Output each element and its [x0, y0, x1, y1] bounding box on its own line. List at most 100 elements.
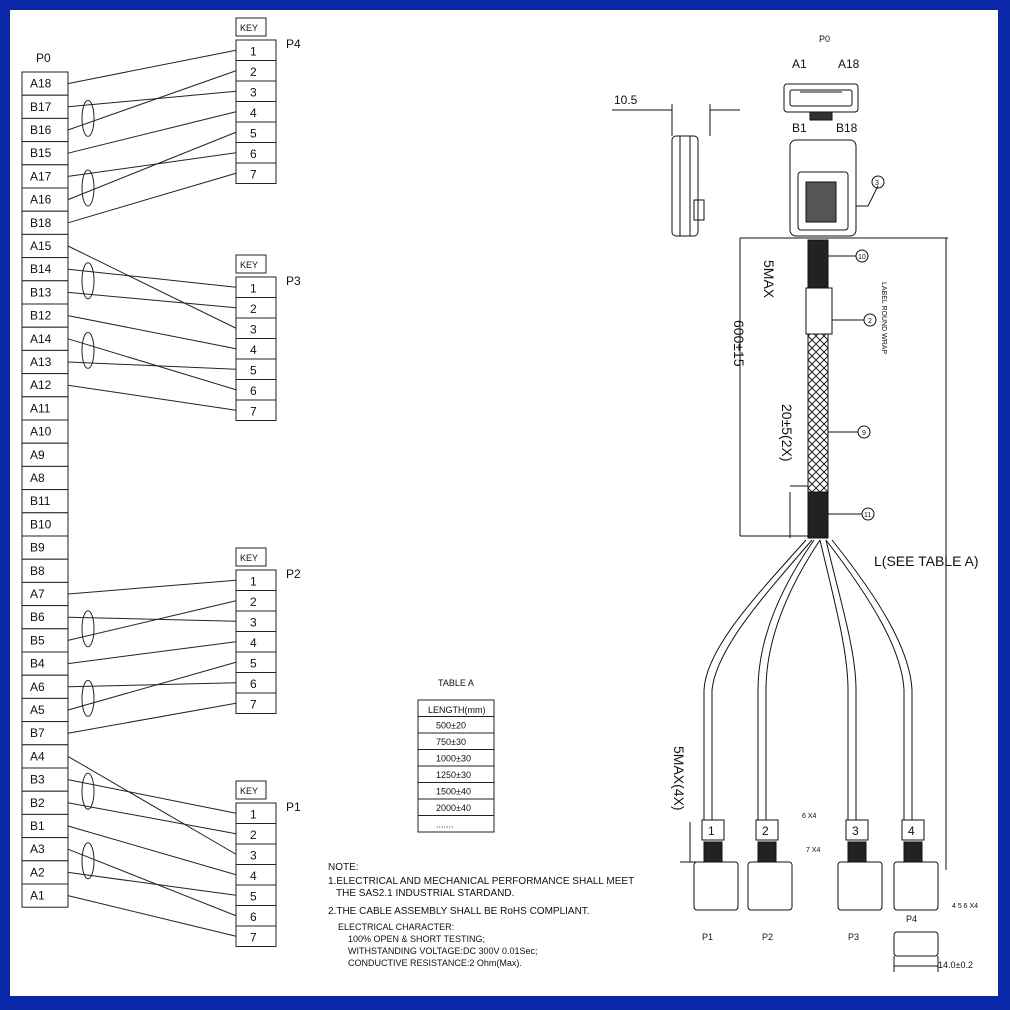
- table-a-header: LENGTH(mm): [428, 705, 486, 715]
- leg-3: 3: [852, 824, 859, 838]
- sata-connector-name: P2: [286, 567, 301, 581]
- callout-3: 3: [875, 180, 879, 187]
- dim-14: 14.0±0.2: [938, 960, 973, 970]
- sata-pin-label: 2: [250, 302, 257, 316]
- wire: [67, 315, 237, 350]
- table-a-rows: LENGTH(mm)500±20750±301000±301250±301500…: [418, 705, 494, 830]
- wire: [67, 702, 237, 734]
- p0-pin-label: B15: [30, 146, 52, 160]
- wire: [67, 172, 237, 224]
- p0-pin-cell: [21, 465, 69, 491]
- p0-pin-label: B18: [30, 216, 52, 230]
- p0-pin-label: A12: [30, 378, 52, 392]
- p0-pin-label: A4: [30, 749, 45, 763]
- sata-pin-label: 6: [250, 384, 257, 398]
- p0-pin-label: B10: [30, 517, 52, 531]
- key-box: [235, 547, 267, 567]
- sata-pin-label: 2: [250, 828, 257, 842]
- p0-pin-column: A18B17B16B15A17A16B18A15B14B13B12A14A13A…: [21, 71, 69, 908]
- table-a-cell: 750±30: [436, 737, 466, 747]
- p0-title: P0: [36, 51, 51, 65]
- dim-600: 600±15: [731, 320, 747, 367]
- sata-pin-cell: [235, 925, 277, 947]
- p0-pin-cell: [21, 674, 69, 699]
- table-a-cell: 1250±30: [436, 770, 471, 780]
- port-p3: P3: [848, 932, 859, 942]
- wire: [67, 579, 237, 595]
- p0-pin-label: B12: [30, 309, 52, 323]
- elec-line-1: 100% OPEN & SHORT TESTING;: [348, 934, 485, 944]
- twist-mark: [81, 262, 95, 300]
- p0-pin-label: A5: [30, 703, 45, 717]
- twist-mark: [81, 610, 95, 648]
- twist-mark: [81, 331, 95, 369]
- table-a-cell: 2000±40: [436, 803, 471, 813]
- sata-pin-cell: [235, 399, 277, 421]
- cable-assembly: [612, 83, 948, 972]
- p0-pin-cell: [21, 860, 69, 885]
- wire: [67, 70, 237, 131]
- port-p1: P1: [702, 932, 713, 942]
- p0-pin-label: A6: [30, 680, 45, 694]
- p0-pin-cell: [21, 883, 69, 908]
- sata-pin-label: 3: [250, 85, 257, 99]
- sata-pin-label: 1: [250, 807, 257, 821]
- sata-pin-label: 4: [250, 869, 257, 883]
- wire: [67, 779, 237, 814]
- p0-pin-label: A7: [30, 587, 45, 601]
- note-title: NOTE:: [328, 862, 359, 873]
- p0-pin-label: A18: [30, 77, 52, 91]
- table-a-cell: 1500±40: [436, 787, 471, 797]
- p0-pin-cell: [21, 837, 69, 862]
- p0-pin-label: A2: [30, 865, 45, 879]
- sata-pin-label: 2: [250, 595, 257, 609]
- p0-pin-cell: [21, 651, 69, 676]
- leg-2: 2: [762, 824, 769, 838]
- callout-2: 2: [868, 318, 872, 325]
- p0-pin-label: B13: [30, 285, 52, 299]
- cable-labels: P0 A1 A18 B1 B18 10.5 5MAX 600±15 20±5(2…: [614, 34, 979, 970]
- key-label: KEY: [240, 260, 258, 270]
- sata-pin-blocks: KEYP41234567KEYP31234567KEYP21234567KEYP…: [235, 17, 301, 947]
- wire: [67, 111, 237, 154]
- sata-pin-label: 7: [250, 167, 257, 181]
- sata-pin-label: 7: [250, 404, 257, 418]
- wire: [67, 291, 237, 309]
- pin-a1-label: A1: [792, 57, 807, 71]
- p0-pin-cell: [21, 581, 69, 607]
- p0-pin-label: B1: [30, 819, 45, 833]
- sata-pin-cell: [235, 162, 277, 184]
- wire: [67, 49, 237, 85]
- elec-title: ELECTRICAL CHARACTER:: [338, 922, 454, 932]
- note-line-1: 1.ELECTRICAL AND MECHANICAL PERFORMANCE …: [328, 876, 634, 887]
- sata-connector-name: P4: [286, 37, 301, 51]
- p0-pin-cell: [21, 605, 69, 630]
- p0-pin-label: B16: [30, 123, 52, 137]
- wire: [67, 871, 237, 896]
- p0-pin-label: A15: [30, 239, 52, 253]
- p0-pin-cell: [21, 744, 69, 769]
- table-a-title: TABLE A: [438, 678, 474, 688]
- callout-10: 10: [858, 254, 866, 261]
- p0-pin-label: A9: [30, 448, 45, 462]
- sata-pin-label: 7: [250, 930, 257, 944]
- sata-pin-label: 5: [250, 889, 257, 903]
- x4-mark-7: 7 X4: [806, 847, 821, 854]
- sata-pin-label: 4: [250, 636, 257, 650]
- key-box: [235, 17, 267, 37]
- p0-pin-label: B6: [30, 610, 45, 624]
- wire: [67, 755, 237, 855]
- twist-mark: [81, 679, 95, 717]
- wiring-lines: [67, 49, 237, 937]
- wire: [67, 384, 237, 411]
- p0-pin-cell: [21, 558, 69, 583]
- sata-pin-label: 3: [250, 322, 257, 336]
- dim-10-5: 10.5: [614, 93, 638, 107]
- sata-connector-name: P3: [286, 274, 301, 288]
- p0-plug-label: P0: [819, 34, 830, 44]
- dim-l: L(SEE TABLE A): [874, 553, 979, 569]
- p0-pin-label: A8: [30, 471, 45, 485]
- cable-drawing: P0 A18B17B16B15A17A16B18A15B14B13B12A14A…: [21, 17, 979, 972]
- sata-pin-label: 6: [250, 677, 257, 691]
